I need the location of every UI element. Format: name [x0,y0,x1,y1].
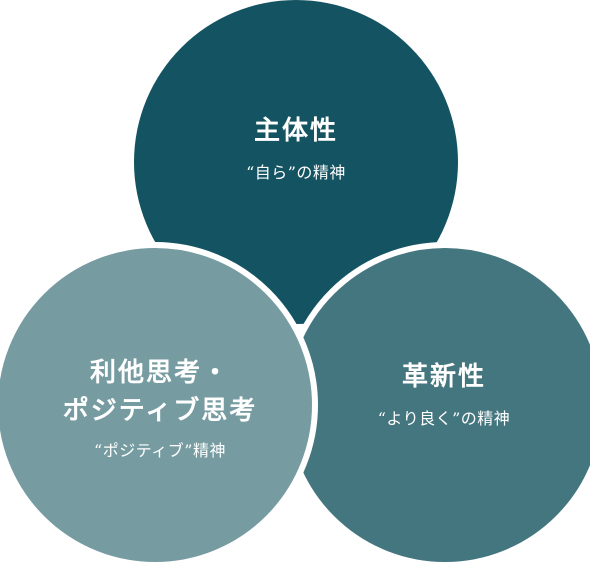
right-circle-subtitle: “より良く”の精神 [377,409,511,428]
right-circle-title: 革新性 [401,362,487,392]
top-circle [134,0,458,324]
top-circle-title: 主体性 [253,116,338,146]
top-circle-label: 主体性 “自ら”の精神 [246,114,346,184]
left-circle [0,242,318,564]
right-circle-label: 革新性 “より良く”の精神 [378,360,511,430]
left-circle-label: 利他思考・ ポジティブ思考 “ポジティブ”精神 [63,356,257,462]
left-circle-title-line2: ポジティブ思考 [62,396,258,426]
top-circle-subtitle: “自ら”の精神 [246,163,346,182]
left-circle-subtitle: “ポジティブ”精神 [94,441,226,460]
left-circle-title-line1: 利他思考・ [89,358,231,388]
